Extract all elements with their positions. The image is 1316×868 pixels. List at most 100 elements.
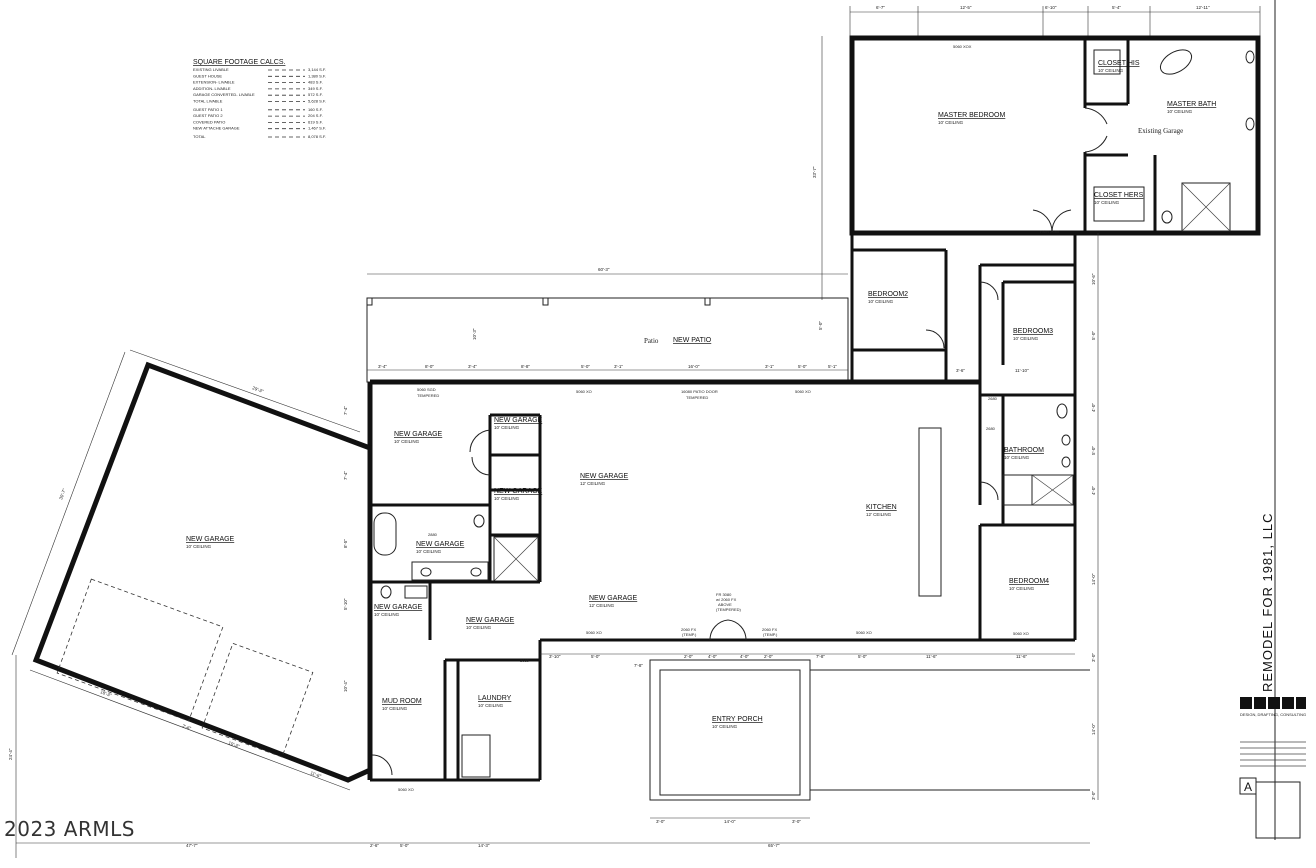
door-2680b-label: 2680 (986, 426, 996, 431)
door-2880-label: 2880 (428, 532, 438, 537)
front-door-sub3: (TEMPERED) (716, 607, 742, 612)
dim-row-2: 8'-0" (425, 364, 434, 369)
dim-right-9: 3'-0" (1091, 791, 1096, 800)
dim-bottom-b: 5'-0" (400, 843, 409, 848)
sqft-row-label: GUEST PATIO 2 (193, 113, 223, 118)
title-block: REMODEL FOR 1981, LLC DESIGN, DRAFTING, … (1239, 0, 1306, 840)
bedroom2-ceiling: 10' CEILING (868, 299, 894, 304)
dim-front-8: 7'-8" (816, 654, 825, 659)
dim-bed-3: 3'-6" (956, 368, 965, 373)
garage-large-ceiling: 10' CEILING (186, 544, 212, 549)
dim-bottom-mid: 14'-3" (478, 843, 490, 848)
dim-row-10: 5'-1" (828, 364, 837, 369)
dim-top-1: 6'-7" (876, 5, 885, 10)
dim-bed-5: 5'-0" (818, 321, 823, 330)
existing-garage-note: Existing Garage (1138, 127, 1183, 135)
dim-bottom-a: 2'-6" (370, 843, 379, 848)
master-bath-label: MASTER BATH (1167, 101, 1216, 108)
dim-bottom-overall: 47'-7" (186, 843, 198, 848)
dim-garage-bottom-4: 11'-6" (310, 770, 323, 779)
sqft-row-value: 8,078 S.F. (308, 134, 326, 139)
dim-patio-overall: 60'-3" (598, 267, 610, 272)
dim-front-3: 7'-8" (634, 663, 643, 668)
mud-room-ceiling: 10' CEILING (382, 706, 408, 711)
garage-d-label: NEW GARAGE (416, 541, 465, 548)
front-dimensions: 3'-10" 5'-0" 7'-8" 2'-0" 4'-0" 4'-0" 2'-… (540, 653, 1075, 668)
garage-h-label: NEW GARAGE (589, 595, 638, 602)
window-xo-a: 5060 XO (576, 389, 592, 394)
master-suite: MASTER BEDROOM 10' CEILING MASTER BATH 1… (849, 35, 1261, 236)
dim-bottom-total: 65'-7" (768, 843, 780, 848)
garage-c-ceiling: 10' CEILING (494, 496, 520, 501)
dim-mid-3: 8'-5" (343, 539, 348, 548)
top-dimensions: 6'-7" 12'-5" 6'-10" 5'-4" 12'-11" 33'-7" (812, 5, 1261, 300)
closet-his-label: CLOSET HIS (1098, 60, 1140, 67)
dim-garage-bottom-3: 10'-3" (228, 740, 241, 749)
window-front-left: 5060 XO (586, 630, 602, 635)
dim-right-1: 10'-6" (1091, 273, 1096, 285)
dim-left-master: 33'-7" (812, 166, 817, 178)
dim-right-8: 14'-0" (1091, 723, 1096, 735)
kitchen-ceiling: 12' CEILING (866, 512, 892, 517)
sqft-row-label: GUEST HOUSE (193, 73, 222, 78)
sqft-title: SQUARE FOOTAGE CALCS. (193, 59, 285, 66)
dim-garage-bottom-2: 2'-6" (182, 723, 193, 731)
window-xo-b: 5060 XO (795, 389, 811, 394)
closet-hers-ceiling: 10' CEILING (1094, 200, 1120, 205)
front-door-label: FR 3080 (716, 592, 732, 597)
bedroom3-label: BEDROOM3 (1013, 328, 1053, 335)
dim-row-5: 5'-0" (581, 364, 590, 369)
kitchen-label: KITCHEN (866, 504, 897, 511)
bottom-dimensions: 47'-7" 2'-6" 5'-0" 14'-3" 65'-7" 10'-6" … (16, 233, 1099, 848)
dim-row-1: 3'-4" (378, 364, 387, 369)
dim-front-9: 5'-0" (858, 654, 867, 659)
dim-porch-l: 3'-0" (656, 819, 665, 824)
garage-f-ceiling: 10' CEILING (466, 625, 492, 630)
dim-right-2: 5'-0" (1091, 331, 1096, 340)
mud-room-label: MUD ROOM (382, 698, 422, 705)
fx-right-sub: (TEMP.) (763, 632, 778, 637)
sqft-row-value: 619 S.F. (308, 119, 323, 124)
sqft-row-label: EXISTING LIVABLE (193, 67, 229, 72)
master-bath-ceiling: 10' CEILING (1167, 109, 1193, 114)
sheet-number: A (1244, 780, 1252, 794)
row-dimensions: 3'-4" 8'-0" 3'-4" 8'-8" 5'-0" 3'-1" 16'-… (367, 364, 848, 371)
dim-right-6: 14'-0" (1091, 573, 1096, 585)
bathroom-label: BATHROOM (1004, 447, 1044, 454)
dim-top-5: 12'-11" (1196, 5, 1210, 10)
dim-garage-side: 30'-7" (58, 487, 67, 500)
window-mud: 5060 XO (398, 787, 414, 792)
dim-front-7: 2'-0" (764, 654, 773, 659)
dim-right-3: 4'-0" (1091, 403, 1096, 412)
sqft-row-value: 483 S.F. (308, 80, 323, 85)
sqft-row-label: COVERED PATIO (193, 119, 225, 124)
sqft-row-value: 349 S.F. (308, 86, 323, 91)
door-2680-label: 2680 (988, 396, 998, 401)
sqft-row-value: 572 S.F. (308, 92, 323, 97)
garage-d-ceiling: 10' CEILING (416, 549, 442, 554)
master-window-label: 5060 XOX (953, 44, 972, 49)
dim-front-2: 5'-0" (591, 654, 600, 659)
slider-left-label: 5060 SGD (417, 387, 436, 392)
entry-porch-label: ENTRY PORCH (712, 716, 763, 723)
garage-g-ceiling: 12' CEILING (580, 481, 606, 486)
sqft-row-label: ADDITION- LIVABLE (193, 86, 231, 91)
garage-g-label: NEW GARAGE (580, 473, 629, 480)
front-door-sub2: ABOVE (718, 602, 732, 607)
dim-row-7: 16'-0" (688, 364, 700, 369)
pair-door-label: PAIR 2680 (1040, 229, 1060, 234)
dim-mid-2: 7'-4" (343, 471, 348, 480)
sqft-row-label: TOTAL (193, 134, 206, 139)
sqft-row-value: 204 S.F. (308, 113, 323, 118)
sqft-row-label: GUEST PATIO 1 (193, 107, 223, 112)
entry-porch: ENTRY PORCH 10' CEILING 3'-0" 14'-0" 3'-… (649, 659, 1090, 824)
dim-front-6: 4'-0" (740, 654, 749, 659)
dim-right-7: 3'-0" (1091, 653, 1096, 662)
dim-front-1: 3'-10" (549, 654, 561, 659)
bathroom-ceiling: 10' CEILING (1004, 455, 1030, 460)
closet-his-ceiling: 10' CEILING (1098, 68, 1124, 73)
dim-garage-bottom-1: 18'-3" (100, 689, 113, 698)
patio-note: Patio (644, 337, 659, 345)
